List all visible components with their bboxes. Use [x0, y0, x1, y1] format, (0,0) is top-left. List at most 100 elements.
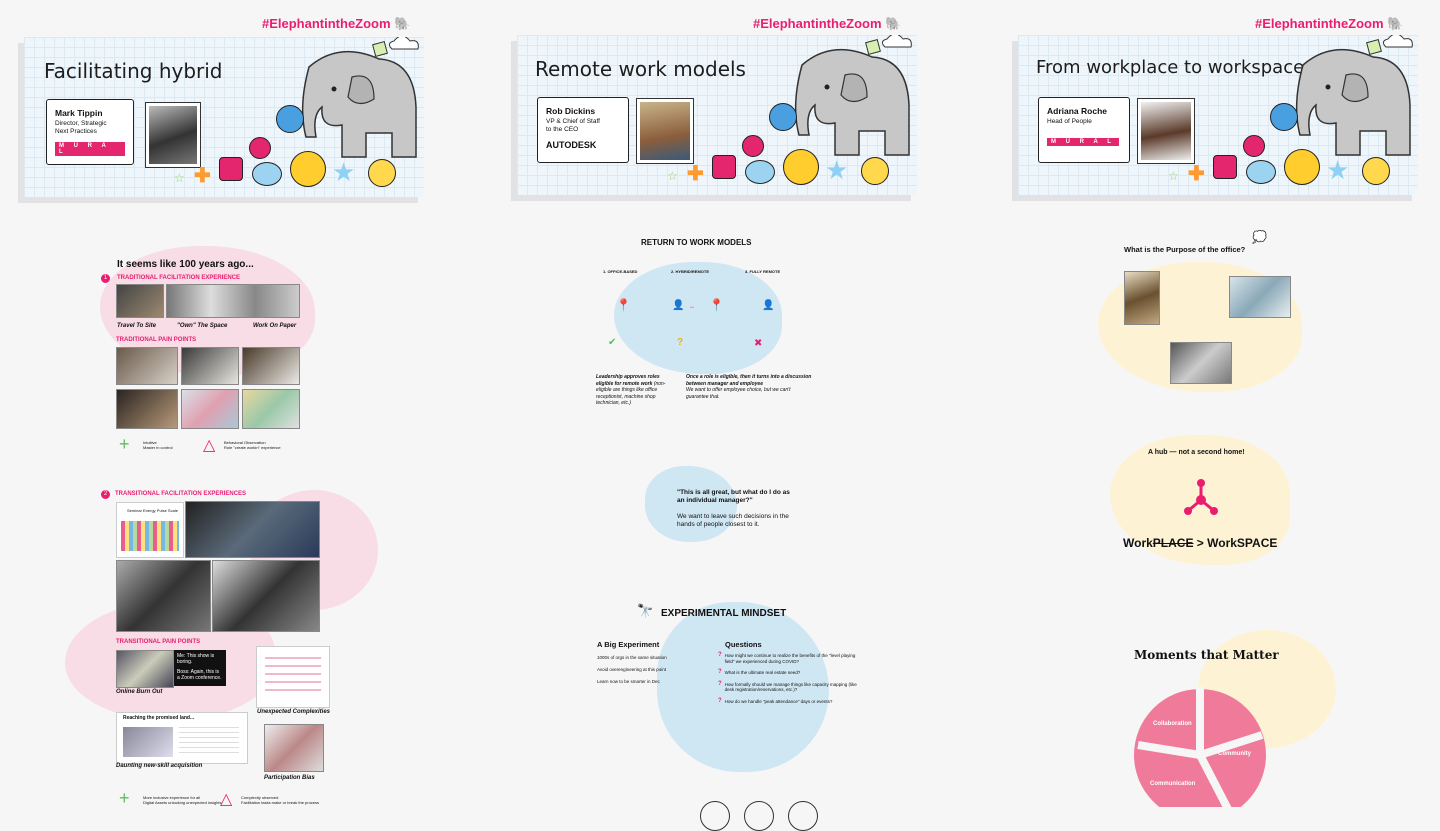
section-label: TRADITIONAL PAIN POINTS [116, 337, 197, 343]
subheading: A Big Experiment [597, 640, 660, 649]
pie-chart-icon [861, 157, 889, 185]
pie-chart-icon [1362, 157, 1390, 185]
section-heading: RETURN TO WORK MODELS [641, 238, 752, 247]
circle-icon [788, 801, 818, 831]
heart-icon [742, 135, 764, 157]
plus-legend-icon: + [119, 788, 130, 808]
small-star-icon: ☆ [667, 169, 678, 183]
pie-chart-icon [368, 159, 396, 187]
speaker-role: Head of People [1047, 118, 1092, 125]
star-icon: ★ [1326, 155, 1350, 185]
paragraph: Once a role is eligible, then it turns i… [686, 374, 812, 400]
question-item: How formally should we manage things lik… [724, 681, 857, 693]
speaker-name: Adriana Roche [1047, 106, 1107, 116]
caption: Work On Paper [253, 323, 297, 329]
chat-message: Boss: Again, this is a Zoom conference. [177, 669, 222, 681]
elephant-illustration-icon [301, 37, 419, 158]
subheading: Questions [725, 640, 762, 649]
promised-land-board: Reaching the promised land... [116, 712, 248, 764]
caption: Participation Bias [264, 775, 315, 781]
question-item: How might we continue to realize the ben… [724, 653, 856, 664]
mural-logo: M U R A L [55, 142, 125, 156]
blue-blob [645, 466, 737, 542]
paragraph: Leadership approves roles eligible for r… [596, 374, 666, 406]
model-label: 1. OFFICE-BASED [603, 269, 638, 274]
speaker-card: Adriana Roche Head of People M U R A L [1038, 97, 1130, 163]
hashtag-3: #ElephantintheZoom 🐘 [1255, 16, 1404, 31]
plus-icon: ✚ [1188, 163, 1205, 185]
question-list: ?How might we continue to realize the be… [718, 652, 857, 704]
plus-icon: ✚ [687, 163, 704, 185]
plus-legend-icon: + [119, 434, 130, 454]
chat-panel: Me: This show is boring. Boss: Again, th… [174, 650, 226, 686]
section-heading: A hub — not a second home! [1148, 449, 1245, 456]
heart-eyes-emoji-icon [783, 149, 819, 185]
photo-office [1170, 342, 1232, 384]
blue-blob [657, 602, 829, 772]
photo-zoom [116, 650, 174, 688]
sticky-notes [121, 521, 179, 551]
section-heading: Moments that Matter [1134, 648, 1279, 662]
elephant-emoji-icon: 🐘 [1387, 16, 1404, 31]
photo-travel [116, 284, 164, 318]
heart-eyes-emoji-icon [290, 151, 326, 187]
small-star-icon: ☆ [174, 171, 185, 185]
photo-pain [116, 389, 178, 429]
video-camera-icon [276, 105, 304, 133]
delta-legend-icon: △ [220, 791, 233, 808]
model-label: 3. FULLY REMOTE [745, 269, 781, 274]
speaker-photo [145, 102, 201, 168]
circle-icon [700, 801, 730, 831]
elephant-illustration-icon [1295, 35, 1413, 156]
video-camera-icon [769, 103, 797, 131]
person-icon: 👤 [762, 300, 775, 311]
speaker-name: Rob Dickins [546, 106, 596, 116]
speaker-card: Mark Tippin Director, Strategic Next Pra… [46, 99, 134, 165]
heart-icon [249, 137, 271, 159]
check-icon: ✔ [608, 337, 617, 348]
question-item: How do we handle "peak attendance" days … [724, 698, 833, 704]
speaker-role: to the CEO [546, 126, 579, 133]
plus-icon: ✚ [194, 165, 211, 187]
section-label: TRANSITIONAL PAIN POINTS [116, 639, 201, 645]
workspace-statement: WorkPLACE > WorkSPACE [1123, 536, 1278, 550]
speaker-photo [1137, 98, 1195, 164]
speaker-role: Director, Strategic [55, 120, 107, 127]
heart-icon [1243, 135, 1265, 157]
speaker-card: Rob Dickins VP & Chief of Staff to the C… [537, 97, 629, 163]
photo-office [1229, 276, 1291, 318]
photo-pain [116, 347, 178, 385]
video-camera-icon [1270, 103, 1298, 131]
moments-pie-chart [1134, 687, 1266, 807]
photo-participants [264, 724, 324, 772]
diagram-content [265, 657, 321, 697]
dice-icon [712, 155, 736, 179]
caption: Unexpected Complexities [257, 709, 331, 715]
step-badge: 2 [101, 490, 110, 499]
speaker-photo [636, 98, 694, 164]
photo-pain [242, 389, 300, 429]
elephant-emoji-icon: 🐘 [394, 16, 411, 31]
question-icon: ? [677, 337, 684, 348]
hub-network-icon [1184, 479, 1218, 515]
slide-banner-2: Remote work models Rob Dickins VP & Chie… [517, 35, 917, 195]
hashtag-1: #ElephantintheZoom 🐘 [262, 16, 411, 31]
board-title: Reaching the promised land... [123, 715, 195, 721]
section-heading: EXPERIMENTAL MINDSET [661, 608, 787, 619]
photo-office [1124, 271, 1160, 325]
question-item: What is the ultimate real estate need? [724, 670, 801, 675]
mural-logo: M U R A L [1047, 138, 1119, 146]
palette-icon [252, 162, 282, 186]
board-text [179, 727, 239, 757]
pie-label: Community [1218, 751, 1251, 757]
diagram-board [256, 646, 330, 708]
speaker-name: Mark Tippin [55, 108, 103, 118]
blue-blob [614, 262, 782, 374]
section-label: TRADITIONAL FACILITATION EXPERIENCE [117, 275, 241, 281]
board-image [123, 727, 173, 757]
energy-board: Seminar Energy Pulse Scale [116, 502, 184, 558]
star-icon: ★ [825, 155, 849, 185]
slide-banner-1: Facilitating hybrid Mark Tippin Director… [24, 37, 424, 197]
